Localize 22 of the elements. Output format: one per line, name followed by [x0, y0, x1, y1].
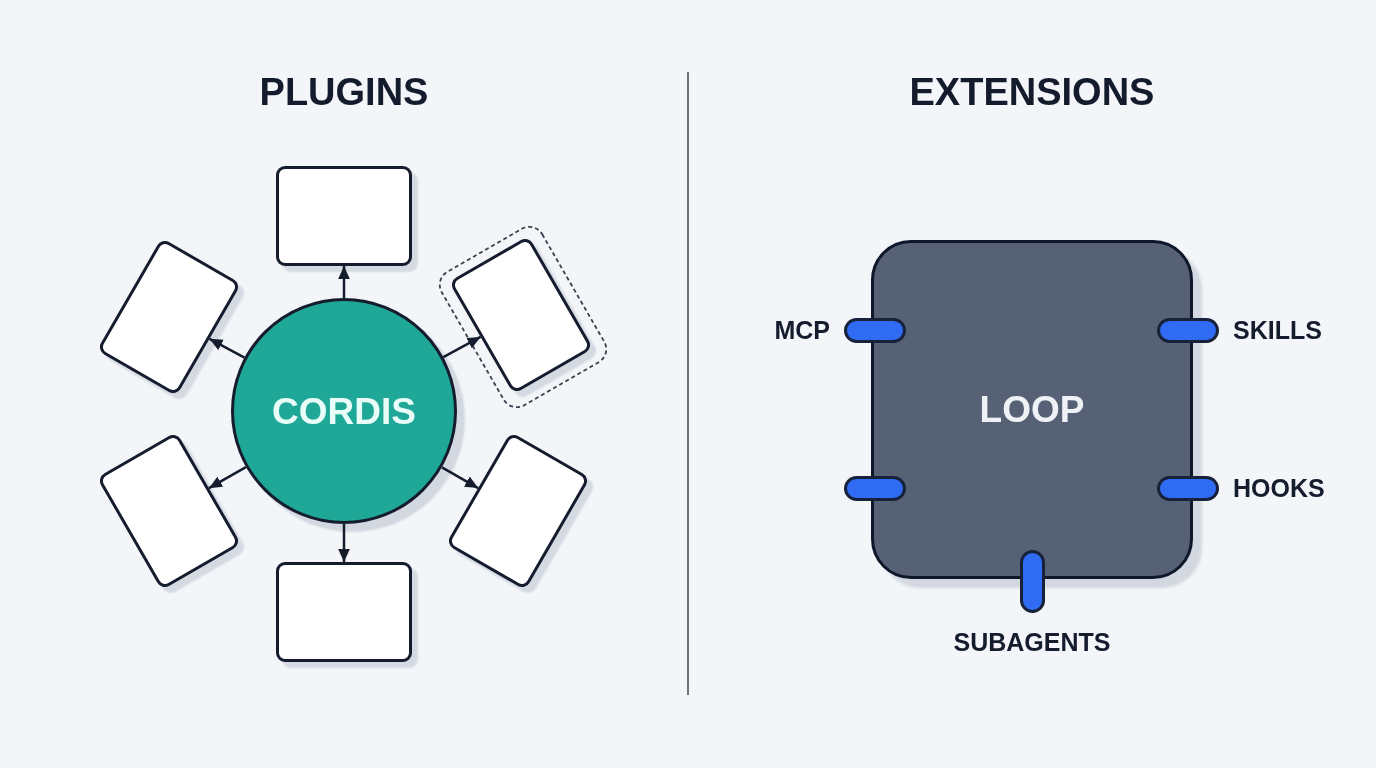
connector-port	[844, 317, 906, 343]
connector-port	[1157, 475, 1219, 501]
arrow	[208, 337, 246, 359]
empty-card	[276, 166, 412, 266]
arrow	[441, 466, 479, 490]
node-label: LOOP	[979, 390, 1085, 428]
arrow	[338, 524, 350, 562]
port-label: MCP	[774, 317, 830, 343]
connector-port	[1157, 317, 1219, 343]
loop-square	[871, 239, 1193, 579]
port-label: SKILLS	[1233, 317, 1322, 343]
section-heading: PLUGINS	[259, 73, 429, 111]
empty-card	[276, 562, 412, 662]
hub-label: CORDIS	[272, 392, 416, 430]
arrow	[208, 465, 247, 490]
arrow	[338, 266, 350, 298]
arrow	[442, 335, 482, 359]
section-heading: EXTENSIONS	[909, 73, 1155, 111]
port-label: HOOKS	[1233, 475, 1325, 501]
port-label: SUBAGENTS	[953, 629, 1111, 655]
connector-port	[844, 475, 906, 501]
connector-port	[1019, 549, 1045, 613]
